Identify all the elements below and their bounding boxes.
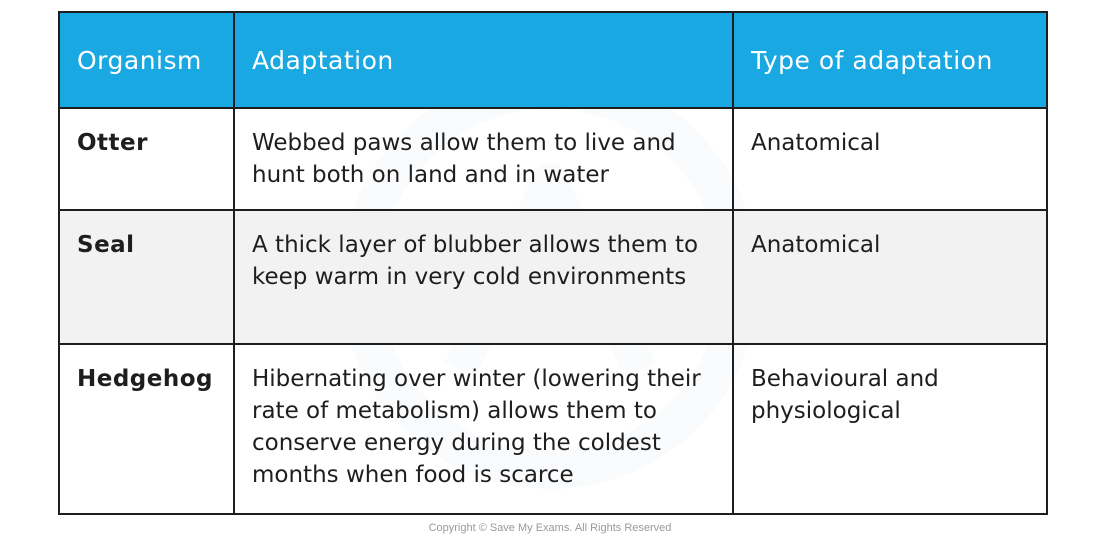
table-row: Otter Webbed paws allow them to live and… (58, 107, 1048, 211)
adaptation-cell: A thick layer of blubber allows them to … (233, 209, 734, 345)
adaptation-cell: Webbed paws allow them to live and hunt … (233, 107, 734, 211)
type-cell: Behavioural and physiological (732, 343, 1048, 515)
table-header-row: Organism Adaptation Type of adaptation (58, 11, 1048, 109)
organism-cell: Seal (58, 209, 235, 345)
type-cell: Anatomical (732, 209, 1048, 345)
type-cell: Anatomical (732, 107, 1048, 211)
header-type-of-adaptation: Type of adaptation (732, 11, 1048, 109)
header-organism: Organism (58, 11, 235, 109)
organism-cell: Otter (58, 107, 235, 211)
table-row: Hedgehog Hibernating over winter (loweri… (58, 343, 1048, 515)
adaptation-table: Organism Adaptation Type of adaptation O… (58, 11, 1048, 515)
header-adaptation: Adaptation (233, 11, 734, 109)
adaptation-cell: Hibernating over winter (lowering their … (233, 343, 734, 515)
table-row: Seal A thick layer of blubber allows the… (58, 209, 1048, 345)
copyright-notice: Copyright © Save My Exams. All Rights Re… (428, 522, 672, 534)
organism-cell: Hedgehog (58, 343, 235, 515)
